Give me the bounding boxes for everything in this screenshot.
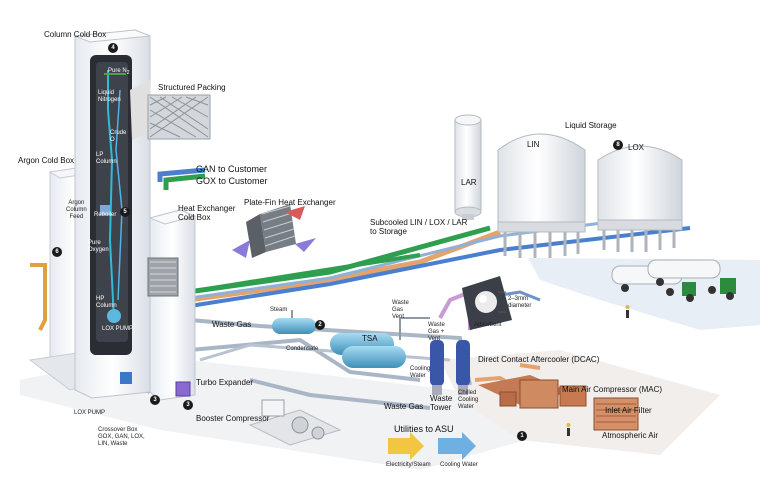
process-streams (30, 167, 691, 410)
tsa-label: TSA (362, 334, 378, 343)
inlet-air-filter-label: Inlet Air Filter (605, 406, 652, 415)
pure-n2-label: Pure N2 (108, 68, 130, 77)
structured-packing-inset (130, 80, 211, 140)
tanker-trucks (611, 259, 736, 302)
lox-pump-label: LOX PUMP (74, 410, 106, 416)
reboiler-label: Reboiler (94, 212, 117, 218)
badge-6: 6 (52, 247, 62, 257)
lin-tank (497, 133, 586, 258)
mac-label: Main Air Compressor (MAC) (562, 385, 663, 394)
pure-oxygen-label: Pure Oxygen (88, 240, 109, 253)
crossover-box-label: Crossover Box GOX, GAN, LOX, LIN, Waste (98, 427, 145, 447)
waste-tower-label: Waste Tower (430, 394, 453, 412)
gan-to-customer-label: GAN to Customer (196, 164, 268, 174)
lin-label: LIN (527, 140, 540, 149)
crude-o2-label: Crude O (110, 130, 127, 143)
dcac-label: Direct Contact Aftercooler (DCAC) (478, 355, 600, 364)
utility-arrows (388, 432, 476, 460)
lox-tank (597, 145, 683, 252)
plate-fin-exchanger (232, 204, 316, 258)
atmospheric-air-label: Atmospheric Air (602, 431, 659, 440)
cooling-water-label: Cooling Water (410, 366, 431, 379)
booster-compressor-unit (248, 399, 342, 446)
chilled-cooling-water-label: Chilled Cooling Water (458, 390, 479, 410)
argon-cold-box-label: Argon Cold Box (18, 156, 75, 165)
waste-gas-upper-label: Waste Gas (212, 320, 252, 329)
badge-3b: 3 (183, 400, 193, 410)
turbo-expander-unit (120, 372, 191, 397)
lox-label: LOX (628, 143, 645, 152)
badge-4: 4 (108, 43, 118, 53)
badge-8: 8 (613, 140, 623, 150)
electricity-steam-label: Electricity/Steam (386, 462, 431, 468)
column-cold-box (74, 29, 151, 399)
liquid-storage-label: Liquid Storage (565, 121, 617, 130)
badge-2: 2 (315, 320, 325, 330)
adsorbent-inset (462, 276, 512, 330)
heat-exchanger-cold-box (147, 209, 197, 401)
column-cold-box-label: Column Cold Box (44, 30, 107, 39)
diameter-label: 2–3mm diameter (508, 296, 532, 309)
waste-gas-vent-label: Waste Gas Vent (392, 300, 409, 320)
main-air-compressor (478, 375, 639, 431)
tsa-vessels (272, 310, 430, 368)
plate-fin-label: Plate-Fin Heat Exchanger (244, 198, 336, 207)
gox-to-customer-label: GOX to Customer (196, 176, 268, 186)
workers (566, 305, 630, 436)
waste-gas-lower-label: Waste Gas (384, 402, 424, 411)
turbo-expander-label: Turbo Expander (196, 378, 254, 387)
structured-packing-label: Structured Packing (158, 83, 226, 92)
liquid-nitrogen-label: Liquid Nitrogen (98, 90, 121, 103)
waste-tower-and-dcac (430, 340, 470, 395)
cooling-water-util-label: Cooling Water (440, 462, 478, 468)
lar-tank (454, 114, 482, 220)
badge-3: 3 (150, 395, 160, 405)
booster-compressor-label: Booster Compressor (196, 414, 270, 423)
lar-label: LAR (461, 178, 477, 187)
adsorbent-label: Adsorbent (474, 322, 502, 328)
argon-column-feed-label: Argon Column Feed (66, 200, 87, 220)
utilities-label: Utilities to ASU (394, 424, 454, 434)
heat-exchanger-cold-box-label: Heat Exchanger Cold Box (178, 204, 236, 222)
waste-gas-and-vent-label: Waste Gas + Vent (428, 322, 445, 342)
badge-5: 5 (120, 207, 130, 217)
lox-pump-inner-label: LOX PUMP (102, 326, 134, 332)
subcooled-label: Subcooled LIN / LOX / LAR to Storage (370, 218, 468, 236)
condensate-label: Condensate (286, 346, 319, 352)
lp-column-label: LP Column (96, 152, 117, 165)
badge-1: 1 (517, 431, 527, 441)
hp-column-label: HP Column (96, 296, 117, 309)
steam-label: Steam (270, 307, 288, 313)
